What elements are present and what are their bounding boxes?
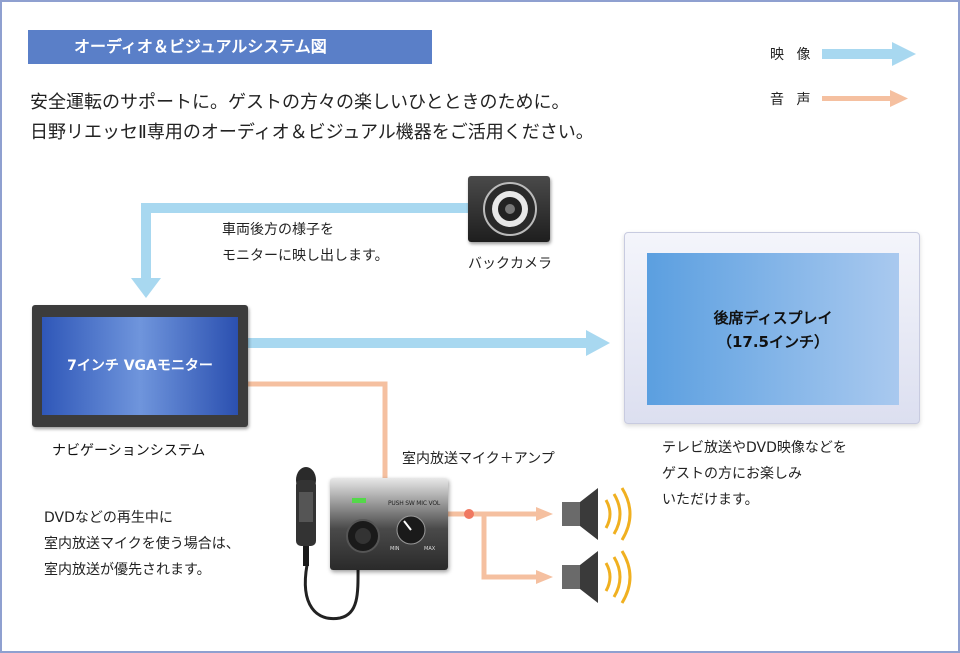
amp-power-led [352,498,366,503]
back-camera-label: バックカメラ [468,256,552,272]
intro-line-2: 日野リエッセⅡ専用のオーディオ＆ビジュアル機器をご活用ください。 [30,122,594,143]
volume-knob-icon [396,515,426,545]
amp-panel-text: PUSH SW MIC VOL [388,500,440,507]
back-camera-icon [468,176,550,242]
amp-max-text: MAX [424,546,436,552]
legend-video-label: 映 像 [770,47,815,63]
monitor-screen-label: 7インチ VGAモニター [42,317,238,415]
note-line-2: 室内放送マイクを使う場合は、 [44,536,240,552]
rear-display-caption-line-1: テレビ放送やDVD映像などを [662,440,847,456]
microphone-icon [296,467,316,566]
rear-display-title: 後席ディスプレイ [713,309,833,327]
monitor-to-rear-display-arrow [248,330,610,356]
amp-to-speakers-audio-lines [448,507,553,584]
note-line-1: DVDなどの再生中に [44,510,173,526]
legend-audio-label: 音 声 [770,92,815,108]
navigation-system-label: ナビゲーションシステム [52,443,206,459]
camera-caption-line-2: モニターに映し出します。 [222,248,389,264]
camera-to-monitor-arrow [131,203,468,298]
mic-jack-icon [346,519,380,553]
legend-audio-arrow [822,90,908,107]
rear-display-caption-line-3: いただけます。 [662,492,759,508]
speaker-bottom-icon [562,550,632,604]
microphone-cable [303,559,360,621]
rear-display: 後席ディスプレイ （17.5インチ） [624,232,920,424]
rear-display-screen: 後席ディスプレイ （17.5インチ） [647,253,899,405]
intro-line-1: 安全運転のサポートに。ゲストの方々の楽しいひとときのために。 [30,92,570,113]
navigation-monitor: 7インチ VGAモニター [32,305,248,427]
note-line-3: 室内放送が優先されます。 [44,562,211,578]
monitor-to-amp-audio-line [248,381,388,480]
legend-video-arrow [822,42,916,66]
speaker-top-icon [562,487,632,541]
rear-display-size: （17.5インチ） [716,333,829,351]
diagram-title: オーディオ＆ビジュアルシステム図 [28,30,432,64]
rear-display-caption-line-2: ゲストの方にお楽しみ [662,466,802,482]
mic-amp-unit: PUSH SW MIC VOL MIN MAX [330,478,448,570]
camera-caption-line-1: 車両後方の様子を [222,222,334,238]
amp-min-text: MIN [390,546,400,552]
amp-label: 室内放送マイク＋アンプ [402,451,555,467]
